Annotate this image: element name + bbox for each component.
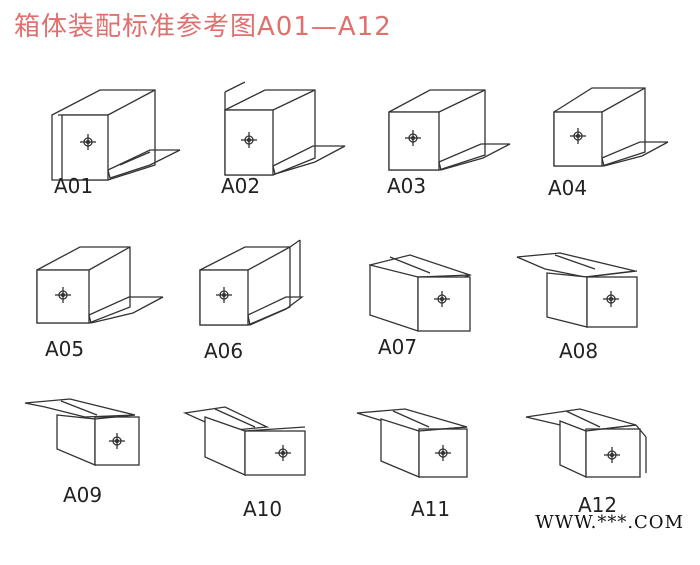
figure-label: A09 [63,483,103,507]
box-drawing-a09 [24,398,140,466]
figure-a04: A04 [540,70,700,240]
figure-label: A02 [221,174,261,198]
box-drawing-a12 [525,408,647,479]
box-drawing-a05 [36,246,164,324]
figure-a01: A01 [40,70,210,240]
figure-label: A06 [204,339,244,363]
figure-label: A08 [559,339,599,363]
figure-label: A01 [54,174,94,198]
figure-a08: A08 [515,235,685,405]
figure-a02: A02 [205,70,375,240]
box-drawing-a10 [182,406,306,477]
box-drawing-a02 [224,81,346,176]
figure-label: A07 [378,335,418,359]
figure-a10: A10 [182,395,355,565]
figure-label: A03 [387,174,427,198]
figure-a09: A09 [24,385,195,555]
figure-label: A10 [243,497,283,521]
box-drawing-a07 [368,254,472,332]
page-title: 箱体装配标准参考图A01—A12 [14,12,392,42]
figure-a11: A11 [355,395,525,565]
watermark: WWW.***.COM [535,512,684,533]
figure-a07: A07 [350,235,520,405]
figure-a12: A12 [520,395,690,565]
diagram-grid: A01 A02 [24,70,700,521]
figure-label: A05 [45,337,85,361]
box-drawing-a04 [553,87,669,167]
figure-a03: A03 [375,70,545,240]
box-drawing-a08 [516,252,638,328]
box-drawing-a03 [388,89,511,171]
box-drawing-a06 [199,239,304,326]
figure-label: A11 [411,497,451,521]
figure-a06: A06 [190,235,360,405]
box-drawing-a01 [51,89,181,181]
figure-a05: A05 [25,235,195,405]
figure-label: A04 [548,176,588,200]
box-drawing-a11 [356,408,468,478]
figure-label: A12 [578,493,618,517]
